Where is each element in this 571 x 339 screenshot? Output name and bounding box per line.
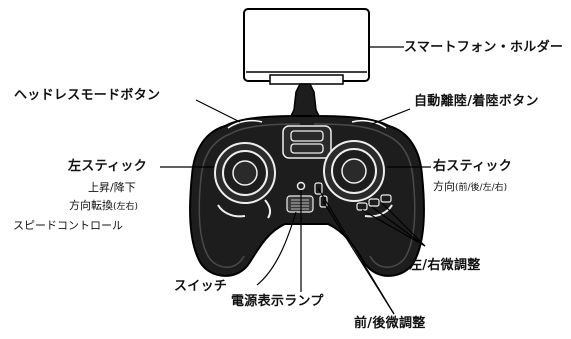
left-stick-desc-2-main: 方向転換 (69, 199, 113, 212)
left-stick[interactable] (214, 142, 276, 204)
right-stick-desc-note: (前/後/左/右) (455, 183, 508, 193)
power-lamp (296, 181, 306, 191)
left-stick-desc-2-note: (左右) (113, 202, 139, 212)
front-back-trim-label: 前/後微調整 (354, 316, 426, 331)
left-stick-label: 左スティック (68, 159, 148, 174)
phone-holder-label: スマートフォン・ホルダー (404, 40, 564, 55)
left-stick-desc-1: 上昇/降下 (88, 181, 136, 194)
headless-mode-button-label: ヘッドレスモードボタン (14, 88, 161, 103)
switch-label: スイッチ (174, 279, 228, 294)
auto-takeoff-land-button-label: 自動離陸/着陸ボタン (414, 94, 539, 109)
power-switch[interactable] (286, 195, 314, 213)
right-stick-desc: 方向(前/後/左/右) (433, 181, 507, 193)
left-right-trim-label: 左/右微調整 (409, 258, 481, 273)
right-stick-desc-main: 方向 (433, 180, 455, 193)
power-lamp-label: 電源表示ランプ (231, 294, 324, 309)
right-stick[interactable] (323, 140, 385, 202)
left-stick-desc-3: スピードコントロール (13, 219, 123, 232)
phone-holder (243, 8, 370, 119)
left-stick-desc-2: 方向転換(左右) (69, 200, 138, 212)
right-stick-label: 右スティック (433, 159, 513, 174)
leader-lines (160, 46, 431, 315)
